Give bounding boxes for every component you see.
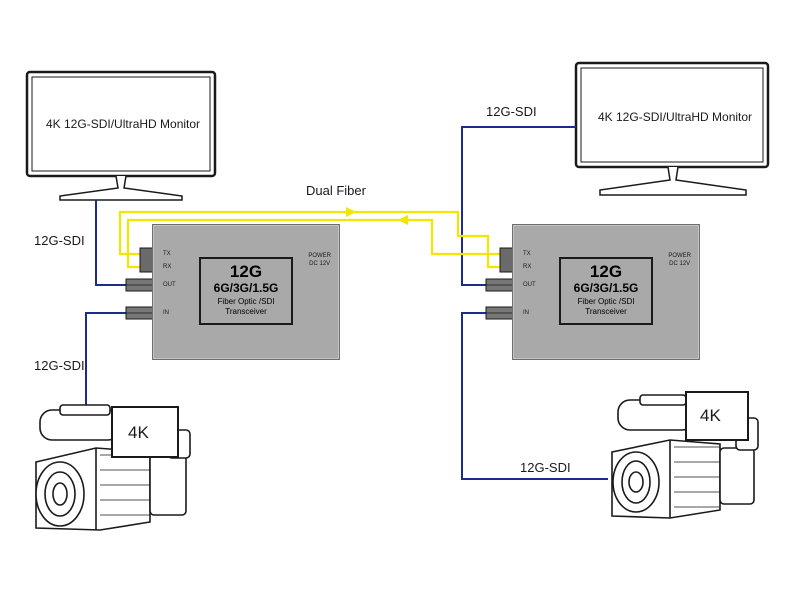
right-monitor-label: 4K 12G-SDI/UltraHD Monitor [598,110,753,124]
sdi-cables [85,126,608,480]
left-monitor-label: 4K 12G-SDI/UltraHD Monitor [46,117,201,131]
fiber-tx-line [118,210,500,269]
right-transceiver-connectors [485,247,515,320]
right-camera-screen-label: 4K [700,406,721,425]
right-monitor-link-label: 12G-SDI [486,104,537,119]
left-monitor [25,70,217,201]
model-rates: 6G/3G/1.5G [213,281,279,295]
left-transceiver: TX RX OUT IN POWER DC 12V 12G 6G/3G/1.5G… [152,224,340,360]
power-spec-text: DC 12V [669,261,691,267]
left-transceiver-connectors [125,247,155,320]
left-camera-sdi-cable [85,312,140,405]
model-desc-line2: Transceiver [225,307,267,316]
model-rates: 6G/3G/1.5G [573,281,639,295]
right-camera [611,391,759,519]
out-port-label: OUT [523,282,536,288]
left-monitor-sdi-cable [95,200,140,286]
in-port-label: IN [523,310,529,316]
rx-port-label: RX [523,264,532,270]
front-panel: 12G 6G/3G/1.5G Fiber Optic /SDI Transcei… [559,257,653,325]
right-camera-sdi-cable [461,312,608,480]
left-camera-link-label: 12G-SDI [34,358,85,373]
model-desc-line2: Transceiver [585,307,627,316]
tx-port-label: TX [163,251,171,257]
left-camera-screen-label: 4K [128,423,149,442]
power-text: POWER [308,253,331,259]
right-transceiver: TX RX OUT IN POWER DC 12V 12G 6G/3G/1.5G… [512,224,700,360]
model-desc-line1: Fiber Optic /SDI [577,297,635,306]
power-label: POWER DC 12V [668,252,691,268]
power-spec-text: DC 12V [309,261,331,267]
out-port-label: OUT [163,282,176,288]
fiber-arrow-left [398,215,408,225]
right-monitor-sdi-cable [461,126,576,286]
in-port-label: IN [163,310,169,316]
power-text: POWER [668,253,691,259]
right-monitor [574,61,770,196]
tx-port-label: TX [523,251,531,257]
rx-port-label: RX [163,264,172,270]
left-camera [35,404,191,531]
fiber-arrows [346,207,408,225]
model-desc-line1: Fiber Optic /SDI [217,297,275,306]
dual-fiber-label: Dual Fiber [306,183,366,198]
fiber-rx-line [126,218,500,269]
fiber-arrow-right [346,207,356,217]
front-panel: 12G 6G/3G/1.5G Fiber Optic /SDI Transcei… [199,257,293,325]
right-camera-link-label: 12G-SDI [520,460,571,475]
model-title: 12G [229,262,263,281]
model-title: 12G [589,262,623,281]
power-label: POWER DC 12V [308,252,331,268]
dual-fiber [118,210,500,269]
left-monitor-link-label: 12G-SDI [34,233,85,248]
